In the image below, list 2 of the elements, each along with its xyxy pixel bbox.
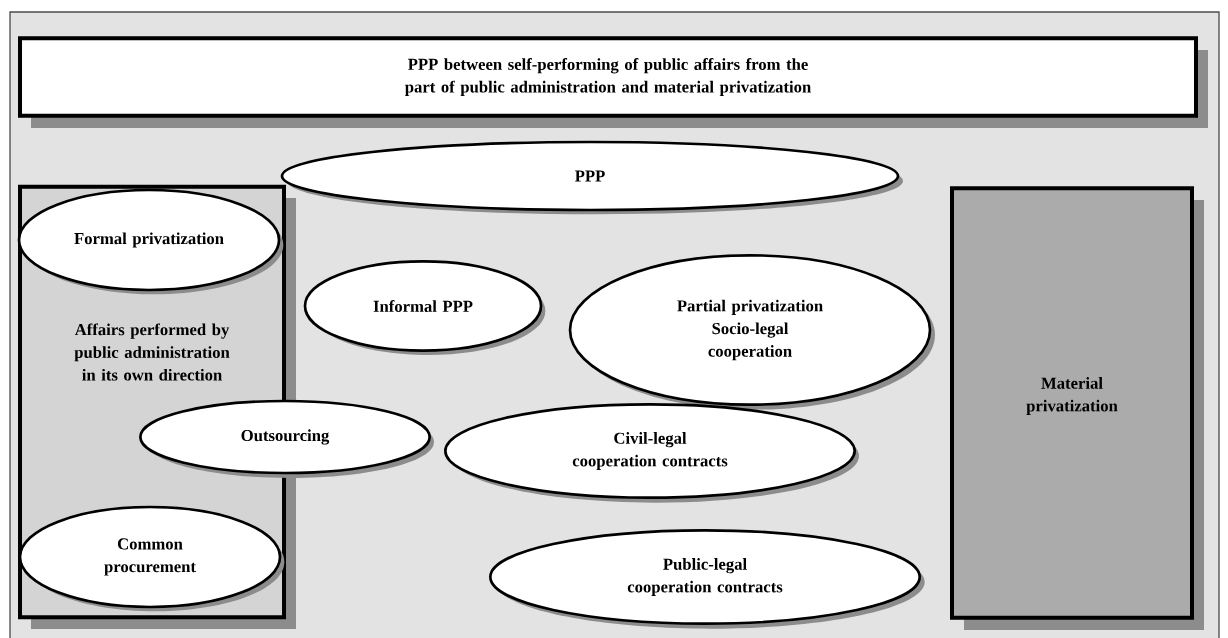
text-box: PPP between self-performing of public affairs from the part of public administration and material privatization (18, 36, 1208, 128)
text-box: Material privatization (950, 186, 1204, 630)
